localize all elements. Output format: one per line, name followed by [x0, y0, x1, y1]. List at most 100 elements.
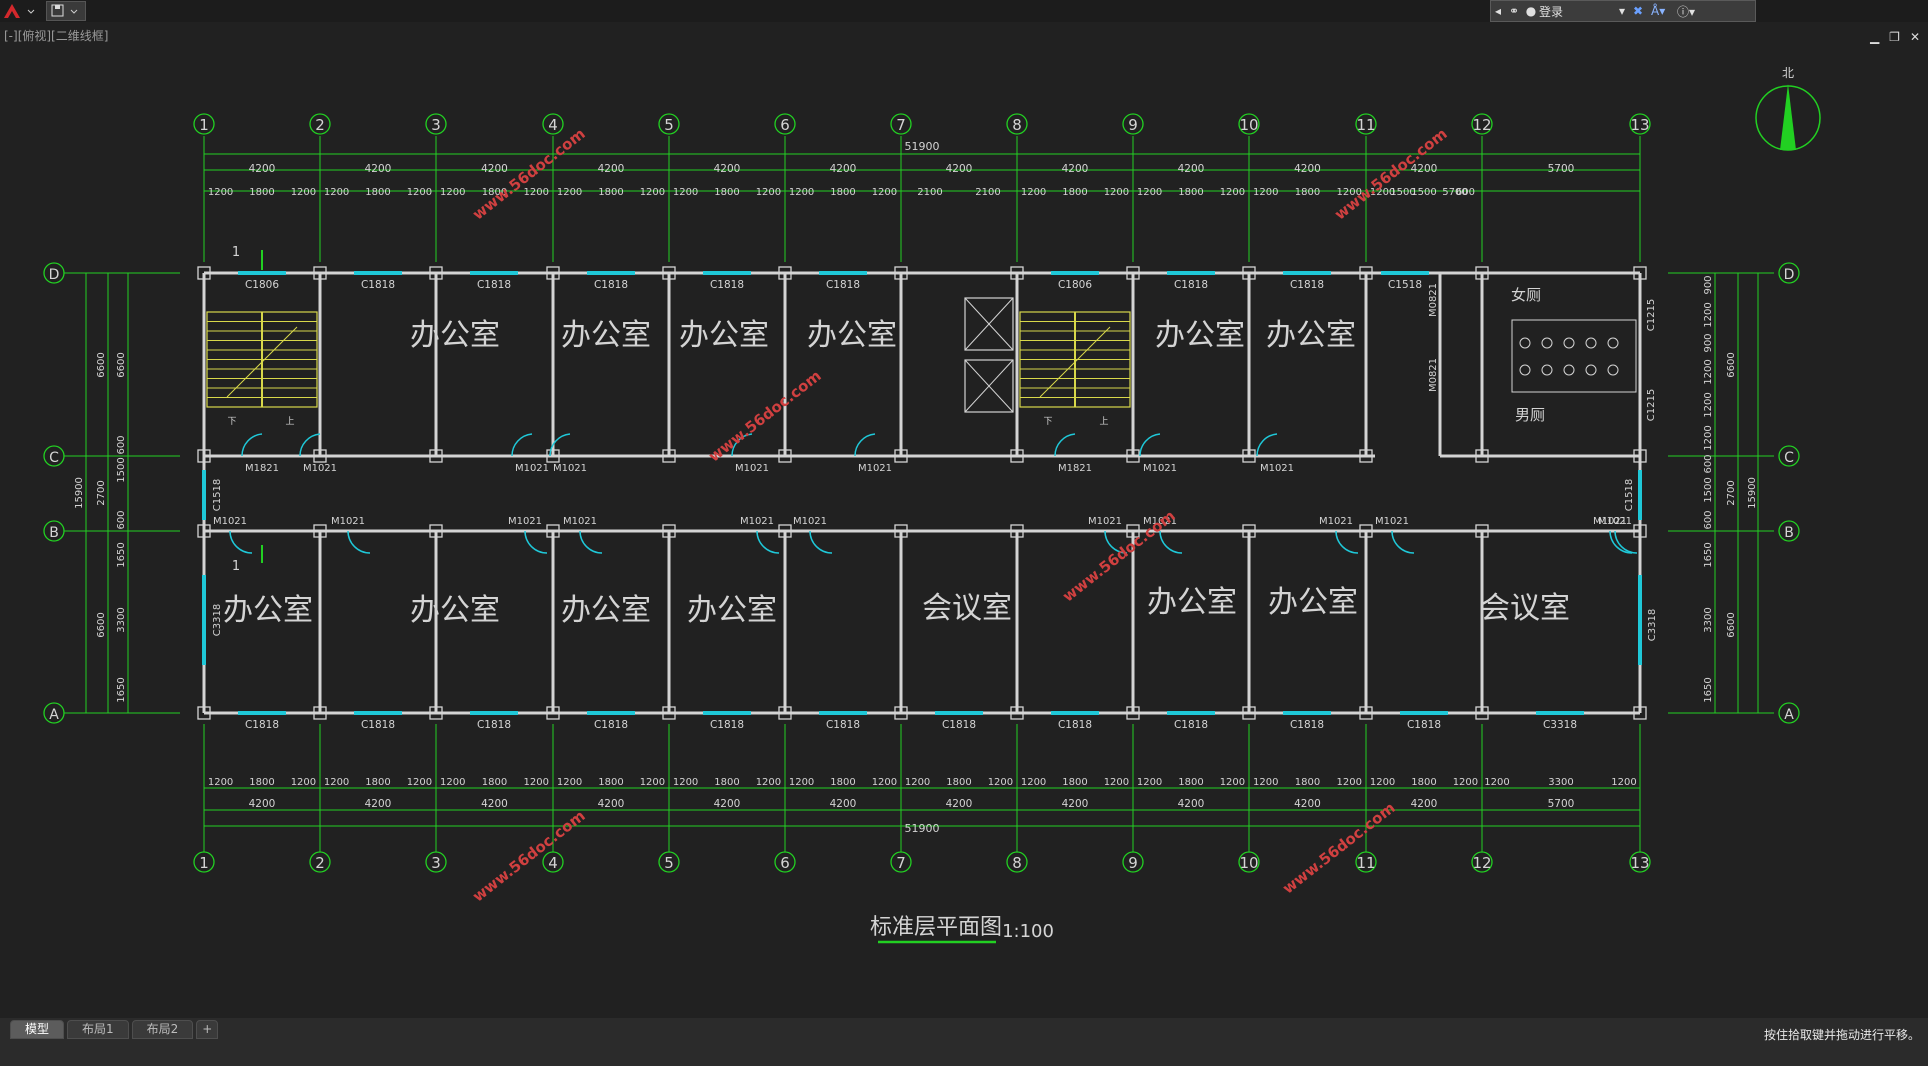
- window-label: C1818: [477, 279, 511, 291]
- dimension-label: 1200: [1703, 425, 1714, 450]
- dimension-label: 1200: [673, 777, 698, 788]
- window-label: C1818: [1174, 719, 1208, 731]
- dimension-label: 15900: [74, 477, 85, 509]
- command-prompt: 按住拾取键并拖动进行平移。: [1763, 1028, 1920, 1042]
- tab-model[interactable]: 模型: [10, 1020, 65, 1039]
- room-label: 办公室: [410, 593, 500, 628]
- dimension-label: 4200: [249, 798, 276, 810]
- window-label: C3318: [212, 604, 223, 636]
- dimension-label: 1200: [407, 187, 432, 198]
- dimension-label: 4200: [249, 163, 276, 175]
- axis-bubble-label: 13: [1630, 854, 1649, 872]
- dimension-label: 1500: [1411, 187, 1436, 198]
- dimension-label: 1650: [1703, 542, 1714, 567]
- window-label: C1818: [710, 279, 744, 291]
- window-label: C1818: [826, 279, 860, 291]
- door-label: M1021: [735, 463, 769, 474]
- dimension-label: 4200: [1294, 798, 1321, 810]
- dimension-label: 6600: [1726, 612, 1737, 637]
- axis-bubble-label: C: [1784, 450, 1794, 466]
- expand-left-icon[interactable]: ◂: [1494, 4, 1502, 18]
- dimension-label: 1200: [640, 187, 665, 198]
- help-icon[interactable]: ⓘ▾: [1677, 4, 1696, 19]
- application-menu-button[interactable]: [2, 1, 40, 21]
- tab-layout2[interactable]: 布局2: [131, 1020, 194, 1039]
- a360-icon[interactable]: Å▾: [1651, 4, 1666, 18]
- minimize-icon[interactable]: ▁: [1869, 30, 1880, 44]
- axis-bubble-label: 4: [548, 116, 558, 134]
- dimension-label: 4200: [1178, 798, 1205, 810]
- dimension-label: 1200: [1611, 777, 1636, 788]
- dimension-label: 4200: [598, 163, 625, 175]
- dimension-label: 1200: [1703, 392, 1714, 417]
- dimension-label: 600: [1703, 454, 1714, 473]
- quick-access-toolbar[interactable]: [46, 1, 86, 21]
- dimension-label: 1800: [598, 777, 623, 788]
- axis-bubble-label: D: [49, 267, 60, 283]
- stair-label: 上: [285, 416, 294, 427]
- application-title-bar: ◂ ⚭ ● 登录 ▾ ✖ Å▾ ⓘ▾: [0, 0, 1928, 22]
- dimension-label: 5700: [1548, 163, 1575, 175]
- drawing-linework: [43, 84, 1821, 944]
- dimension-label: 600: [1456, 187, 1475, 198]
- window-label: C1818: [826, 719, 860, 731]
- door-label: M1021: [1143, 516, 1177, 527]
- dimension-label: 1650: [1703, 677, 1714, 702]
- window-label: C1818: [361, 279, 395, 291]
- drawing-scale: 1:100: [1002, 921, 1054, 942]
- restore-icon[interactable]: ❐: [1889, 30, 1900, 44]
- window-label: C1818: [245, 719, 279, 731]
- axis-bubble-label: 11: [1356, 116, 1375, 134]
- axis-bubble-label: 6: [780, 854, 790, 872]
- dimension-label: 1800: [249, 777, 274, 788]
- binoculars-icon[interactable]: ⚭: [1508, 4, 1520, 18]
- watermark-label: www.56doc.com: [1279, 799, 1399, 898]
- add-layout-button[interactable]: +: [196, 1020, 219, 1039]
- login-button[interactable]: 登录: [1539, 4, 1564, 19]
- dimension-label: 4200: [946, 798, 973, 810]
- room-label: 办公室: [223, 593, 313, 628]
- dimension-label: 1650: [116, 677, 127, 702]
- dimension-label: 1800: [365, 777, 390, 788]
- dimension-label: 1650: [116, 542, 127, 567]
- drawing-window-controls: ▁ ❐ ✕: [1870, 30, 1920, 44]
- dimension-label: 4200: [830, 798, 857, 810]
- dimension-label: 1200: [988, 777, 1013, 788]
- axis-bubble-label: 3: [431, 116, 441, 134]
- dimension-label: 1200: [291, 187, 316, 198]
- dimension-label: 4200: [830, 163, 857, 175]
- dimension-label: 1800: [598, 187, 623, 198]
- window-label: C3318: [1543, 719, 1577, 731]
- dimension-label: 15900: [1747, 477, 1758, 509]
- layout-tabs: 模型 布局1 布局2 +: [10, 1020, 219, 1039]
- door-label: M1021: [1260, 463, 1294, 474]
- dimension-label: 600: [116, 510, 127, 529]
- dimension-label: 1800: [1295, 187, 1320, 198]
- dimension-label: 1500: [1390, 187, 1415, 198]
- save-dropdown-icon: [51, 4, 78, 17]
- door-label: M1821: [1058, 463, 1092, 474]
- chevron-down-icon[interactable]: ▾: [1619, 4, 1626, 18]
- exchange-icon[interactable]: ✖: [1633, 4, 1644, 18]
- close-icon[interactable]: ✕: [1909, 30, 1920, 44]
- viewport-controls[interactable]: [-][俯视][二维线框]: [4, 29, 109, 43]
- dimension-label: 4200: [1294, 163, 1321, 175]
- dimension-label: 1200: [440, 777, 465, 788]
- tab-layout1[interactable]: 布局1: [67, 1020, 129, 1039]
- window-label: C1806: [245, 279, 279, 291]
- dimension-label: 1200: [1021, 777, 1046, 788]
- drawing-title: 标准层平面图: [870, 915, 1002, 940]
- dimension-label: 4200: [365, 163, 392, 175]
- dimension-label: 900: [1703, 333, 1714, 352]
- door-label: M1021: [858, 463, 892, 474]
- room-label: 办公室: [561, 593, 651, 628]
- dimension-label: 1800: [946, 777, 971, 788]
- dimension-label: 51900: [905, 140, 940, 153]
- dimension-label: 1800: [365, 187, 390, 198]
- axis-bubble-label: 7: [896, 854, 906, 872]
- dimension-label: 5700: [1548, 798, 1575, 810]
- door-label: M1021: [1593, 516, 1627, 527]
- user-icon[interactable]: ●: [1525, 4, 1537, 18]
